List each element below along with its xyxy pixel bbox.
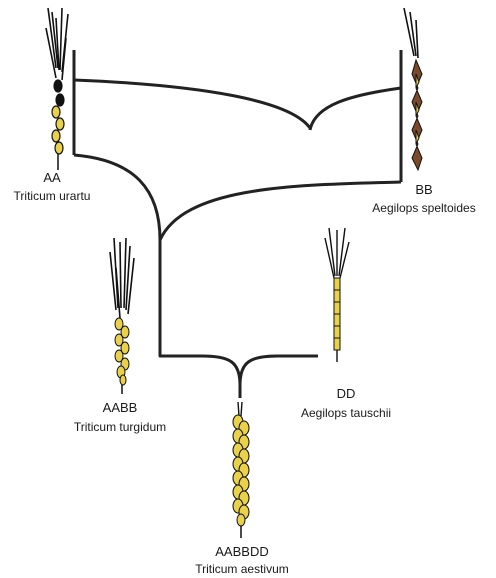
label-turgidum: AABB Triticum turgidum [74, 400, 166, 434]
species-aestivum: Triticum aestivum [195, 562, 289, 576]
label-urartu: AA Triticum urartu [14, 170, 91, 203]
label-aestivum: AABBDD Triticum aestivum [195, 544, 289, 576]
speltoides-spike-image [404, 8, 422, 170]
species-speltoides: Aegilops speltoides [372, 201, 475, 215]
genome-tauschii: DD [337, 386, 356, 401]
aestivum-right-join [240, 356, 278, 385]
aestivum-left-join [202, 356, 240, 385]
turgidum-trunk [160, 240, 202, 356]
tauschii-spike-image [325, 228, 349, 362]
urartu-spike-image [46, 8, 68, 170]
genome-speltoides: BB [415, 182, 432, 197]
species-turgidum: Triticum turgidum [74, 420, 166, 434]
genome-urartu: AA [43, 170, 61, 185]
urartu-top-arc [74, 80, 310, 128]
speltoides-to-turgidum-curve [160, 182, 401, 240]
speltoides-top-arc [310, 88, 401, 130]
genome-aestivum: AABBDD [215, 544, 268, 559]
label-speltoides: BB Aegilops speltoides [372, 182, 475, 215]
turgidum-spike-image [110, 238, 134, 394]
label-tauschii: DD Aegilops tauschii [301, 386, 391, 420]
genome-turgidum: AABB [103, 400, 138, 415]
species-urartu: Triticum urartu [14, 189, 91, 203]
aestivum-spike-image [233, 402, 249, 538]
species-tauschii: Aegilops tauschii [301, 406, 391, 420]
